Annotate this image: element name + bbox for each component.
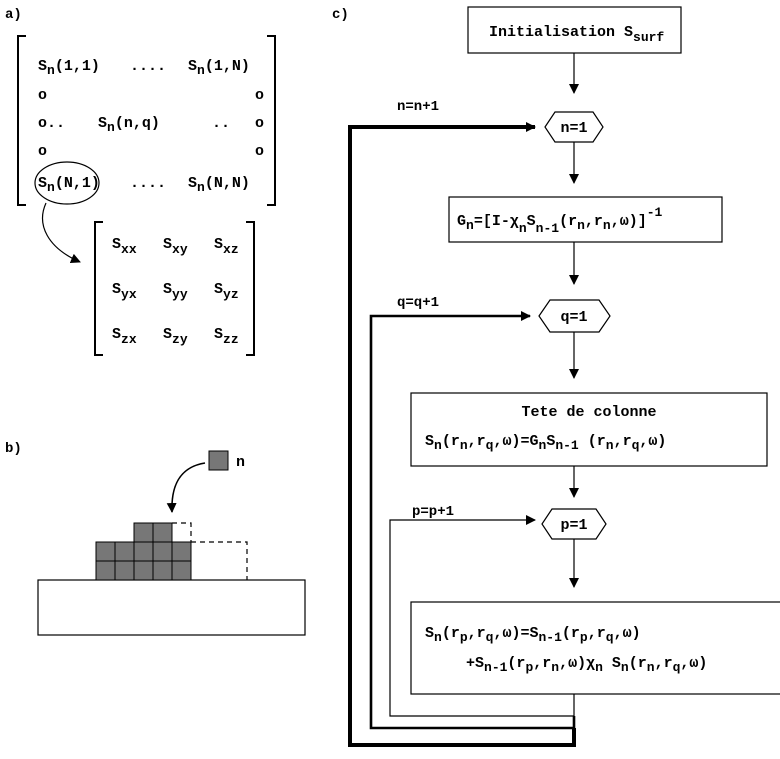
big-matrix: Sn(1,1) .... Sn(1,N) o o o.. Sn(n,q) .. … [17, 35, 276, 206]
cube [152, 522, 173, 543]
cube [95, 541, 116, 562]
small-matrix-entry-xx: Sxx [112, 236, 137, 257]
matrix-row3-left-dots: o.. [38, 115, 65, 132]
init-box [467, 6, 682, 54]
cube [114, 560, 135, 581]
green-function-equation: Gn=[I-χnSn-1(rn,rn,ω)]-1 [457, 205, 663, 236]
dashed-site-top [172, 522, 192, 542]
cube [171, 560, 192, 581]
q-loop-line [369, 311, 576, 730]
flowchart: Initialisation Ssurf n=1 Gn=[I-χnSn-1(rn… [348, 6, 780, 747]
cube [152, 541, 173, 562]
small-matrix-entry-xz: Sxz [214, 236, 239, 257]
small-matrix-entry-yz: Syz [214, 281, 239, 302]
cube [95, 560, 116, 581]
column-head-title: Tete de colonne [521, 404, 656, 421]
q-loop-label: q=q+1 [397, 295, 439, 311]
big-matrix-left-bracket [17, 35, 26, 206]
matrix-row5-dots: .... [130, 175, 166, 192]
small-matrix-entry-zy: Szy [163, 326, 188, 347]
update-equation-line1: Sn(rp,rq,ω)=Sn-1(rp,rq,ω) [425, 625, 641, 645]
n-init-text: n=1 [560, 120, 587, 137]
panel-b: n [37, 450, 306, 636]
expand-arrow [42, 202, 81, 263]
panel-label-a: a) [5, 7, 22, 23]
matrix-circle-right-r2: o [255, 87, 264, 104]
small-matrix-entry-yx: Syx [112, 281, 137, 302]
cube [171, 541, 192, 562]
small-matrix-right-bracket [246, 221, 255, 356]
green-function-box [448, 196, 723, 243]
column-head-box [410, 392, 768, 467]
p-init-hexagon [541, 508, 607, 540]
q-init-text: q=1 [560, 309, 587, 326]
p-init-text: p=1 [560, 517, 587, 534]
n-loop-label: n=n+1 [397, 99, 439, 115]
column-head-equation: Sn(rn,rq,ω)=GnSn-1 (rn,rq,ω) [425, 433, 666, 453]
matrix-circle-right-r4: o [255, 143, 264, 160]
matrix-circle-left-r2: o [38, 87, 47, 104]
small-matrix-entry-xy: Sxy [163, 236, 188, 257]
cube [114, 541, 135, 562]
dashed-site-right [191, 541, 248, 580]
small-matrix [94, 221, 255, 356]
p-loop-line [389, 515, 575, 717]
panel-label-c: c) [332, 7, 349, 23]
update-box [410, 601, 780, 695]
matrix-entry-N-N: Sn(N,N) [188, 175, 250, 195]
matrix-entry-n-q: Sn(n,q) [98, 115, 160, 135]
small-matrix-entry-zx: Szx [112, 326, 137, 347]
update-equation-line2: +Sn-1(rp,rn,ω)χn Sn(rn,rq,ω) [466, 655, 707, 675]
init-text: Initialisation Ssurf [489, 24, 664, 45]
matrix-entry-1-N: Sn(1,N) [188, 58, 250, 78]
matrix-row3-right-dots: .. [212, 115, 230, 132]
n-init-hexagon [544, 111, 604, 143]
big-matrix-right-bracket [267, 35, 276, 206]
matrix-row1-dots: .... [130, 58, 166, 75]
p-loop-label: p=p+1 [412, 504, 454, 520]
incoming-cube [208, 450, 229, 471]
small-matrix-entry-zz: Szz [214, 326, 239, 347]
cube [133, 560, 154, 581]
incoming-cube-label: n [236, 454, 245, 471]
cube [133, 541, 154, 562]
matrix-entry-1-1: Sn(1,1) [38, 58, 100, 78]
n-loop-line [348, 122, 576, 747]
small-matrix-entry-yy: Syy [163, 281, 188, 302]
deposition-arrow [166, 462, 206, 513]
matrix-entry-N-1: Sn(N,1) [38, 175, 100, 195]
q-init-hexagon [538, 299, 611, 333]
highlight-ellipse [34, 161, 100, 205]
cube [133, 522, 154, 543]
matrix-circle-left-r4: o [38, 143, 47, 160]
panel-label-b: b) [5, 441, 22, 457]
substrate-block [37, 579, 306, 636]
matrix-circle-right-r3: o [255, 115, 264, 132]
small-matrix-left-bracket [94, 221, 103, 356]
cube [152, 560, 173, 581]
